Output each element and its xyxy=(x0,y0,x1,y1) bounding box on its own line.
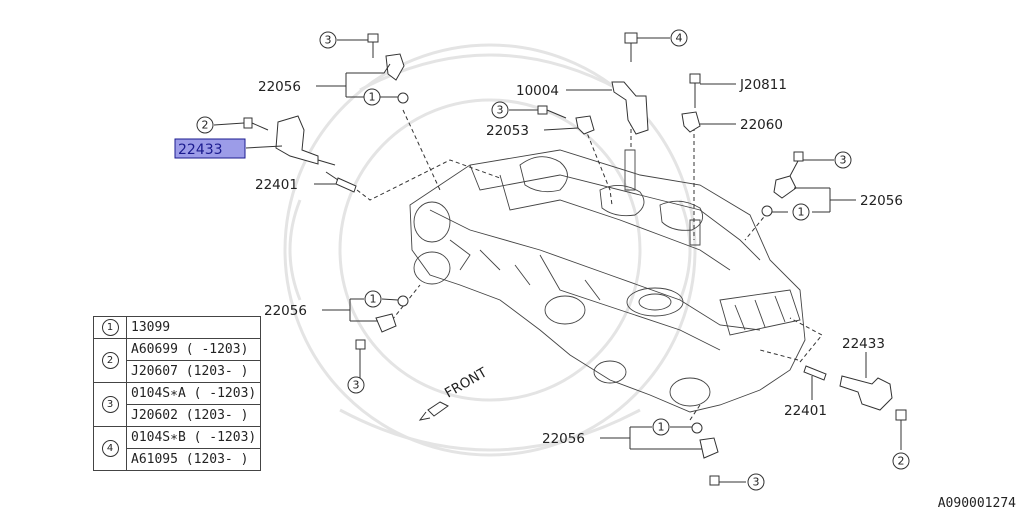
highlight-22433-box xyxy=(174,138,246,159)
svg-text:3: 3 xyxy=(753,476,760,489)
callout-1-right: 1 xyxy=(792,203,810,221)
callouts: 3 1 2 4 3 3 1 1 xyxy=(196,29,910,491)
part-labels: 22056 22433 22401 10004 22053 J20811 220… xyxy=(174,77,903,447)
spark-plug-left xyxy=(325,171,357,193)
legend-row: 2 A60699 ( -1203) xyxy=(93,338,262,383)
legend-key-2: 2 xyxy=(93,338,127,383)
legend-value: 0104S∗B ( -1203) xyxy=(125,426,262,449)
callout-1-bottom: 1 xyxy=(652,418,670,436)
legend-value: A61095 (1203- ) xyxy=(125,448,262,471)
bolt-3-top-left xyxy=(367,33,379,58)
front-direction-arrow: FRONT xyxy=(418,364,491,421)
legend-row: A61095 (1203- ) xyxy=(94,448,262,471)
legend-row: 4 0104S∗B ( -1203) xyxy=(93,426,262,471)
sensor-22060 xyxy=(681,111,701,133)
assembly-guide-lines xyxy=(356,109,823,421)
label-10004: 10004 xyxy=(516,83,559,99)
svg-text:1: 1 xyxy=(369,91,376,104)
callout-1-lower-left: 1 xyxy=(364,290,382,308)
legend-key-3: 3 xyxy=(93,382,127,427)
diagram-reference-code: A090001274 xyxy=(937,496,1016,511)
label-22060: 22060 xyxy=(740,117,783,133)
legend-value: 0104S∗A ( -1203) xyxy=(125,382,262,405)
legend-row: J20607 (1203- ) xyxy=(94,360,262,383)
legend-row: 3 0104S∗A ( -1203) xyxy=(93,382,262,427)
front-label: FRONT xyxy=(442,364,491,401)
svg-text:3: 3 xyxy=(840,154,847,167)
bolt-4-top xyxy=(624,32,638,62)
svg-text:3: 3 xyxy=(353,379,360,392)
legend-row: J20602 (1203- ) xyxy=(94,404,262,427)
label-22401-right: 22401 xyxy=(784,403,827,419)
svg-text:3: 3 xyxy=(325,34,332,47)
svg-text:3: 3 xyxy=(497,104,504,117)
callout-3-right: 3 xyxy=(834,151,852,169)
callout-3-lower-left: 3 xyxy=(347,376,365,394)
svg-text:4: 4 xyxy=(676,32,683,45)
bolt-2-left xyxy=(243,117,269,131)
sensor-22056-right xyxy=(761,175,797,217)
legend-value: 13099 xyxy=(125,316,262,339)
label-22053: 22053 xyxy=(486,123,529,139)
bracket-10004 xyxy=(611,81,649,135)
legend-table: 1 13099 2 A60699 ( -1203) J20607 (1203- … xyxy=(93,316,262,471)
legend-value: J20602 (1203- ) xyxy=(125,404,262,427)
svg-text:1: 1 xyxy=(370,293,377,306)
ignition-coil-right xyxy=(839,375,893,411)
label-22056-top-left: 22056 xyxy=(258,79,301,95)
label-22056-lower-left: 22056 xyxy=(264,303,307,319)
svg-text:2: 2 xyxy=(898,455,905,468)
callout-2-left: 2 xyxy=(196,116,214,134)
sensor-22056-lower-left xyxy=(355,295,409,350)
label-22433-highlighted[interactable]: 22433 xyxy=(178,142,223,158)
legend-key-1: 1 xyxy=(93,316,127,339)
cylinder-head-illustration xyxy=(409,149,806,413)
watermark-emblem xyxy=(283,43,697,457)
label-22056-bottom: 22056 xyxy=(542,431,585,447)
svg-text:1: 1 xyxy=(658,421,665,434)
legend-key-4: 4 xyxy=(93,426,127,471)
spark-plug-right xyxy=(803,365,827,381)
callout-4-top: 4 xyxy=(670,29,688,47)
legend-value: A60699 ( -1203) xyxy=(125,338,262,361)
callout-1-top-left: 1 xyxy=(363,88,381,106)
label-22433-right: 22433 xyxy=(842,336,885,352)
bolt-J20811 xyxy=(689,73,701,108)
callout-3-bottom: 3 xyxy=(747,473,765,491)
label-J20811: J20811 xyxy=(739,77,787,93)
sensor-22056-top-left xyxy=(385,53,409,104)
label-22401-left: 22401 xyxy=(255,177,298,193)
bolt-3-22053 xyxy=(537,105,567,119)
callout-2-right: 2 xyxy=(892,452,910,470)
callout-3-top-left: 3 xyxy=(319,31,337,49)
legend-row: 1 13099 xyxy=(93,316,262,339)
sensor-22053 xyxy=(575,115,595,135)
legend-value: J20607 (1203- ) xyxy=(125,360,262,383)
svg-text:2: 2 xyxy=(202,119,209,132)
svg-text:1: 1 xyxy=(798,206,805,219)
sensor-22056-bottom xyxy=(691,422,720,486)
label-22056-right: 22056 xyxy=(860,193,903,209)
leader-lines xyxy=(213,37,902,483)
ignition-coil-left xyxy=(275,115,336,166)
bolt-3-right xyxy=(789,151,804,177)
callout-3-near-22053: 3 xyxy=(491,101,509,119)
bolt-2-right xyxy=(895,409,907,446)
